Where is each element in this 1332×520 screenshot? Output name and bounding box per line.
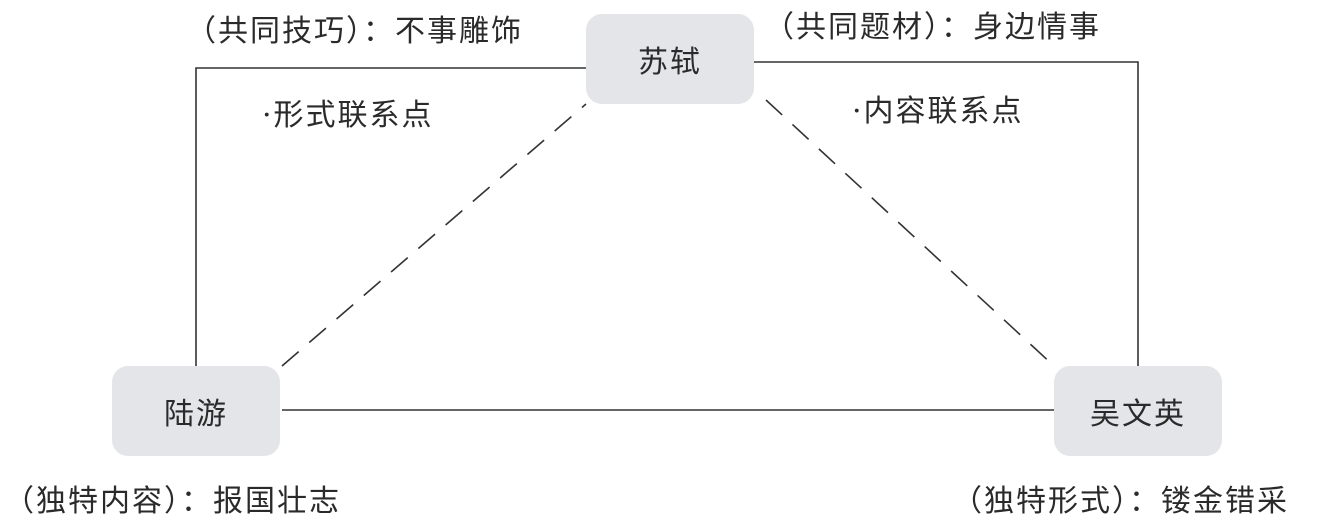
node-su-shi: 苏轼 bbox=[586, 14, 754, 104]
label-form-link: ·形式联系点 bbox=[262, 98, 434, 133]
solid-connector-sushi-wu bbox=[754, 61, 1139, 366]
node-lu-you: 陆游 bbox=[112, 366, 280, 456]
label-luyou-unique: （独特内容）：报国壮志 bbox=[4, 484, 341, 519]
dashed-connector-form bbox=[281, 103, 587, 367]
label-content-link: ·内容联系点 bbox=[852, 94, 1024, 129]
solid-connector-luyou-sushi bbox=[195, 67, 586, 366]
label-shared-technique: （共同技巧）：不事雕饰 bbox=[186, 14, 523, 49]
label-wu-unique: （独特形式）：镂金错采 bbox=[952, 484, 1289, 519]
node-wu-wenying: 吴文英 bbox=[1054, 366, 1222, 456]
label-shared-subject: （共同题材）：身边情事 bbox=[764, 10, 1101, 45]
dashed-connector-content bbox=[765, 99, 1055, 367]
